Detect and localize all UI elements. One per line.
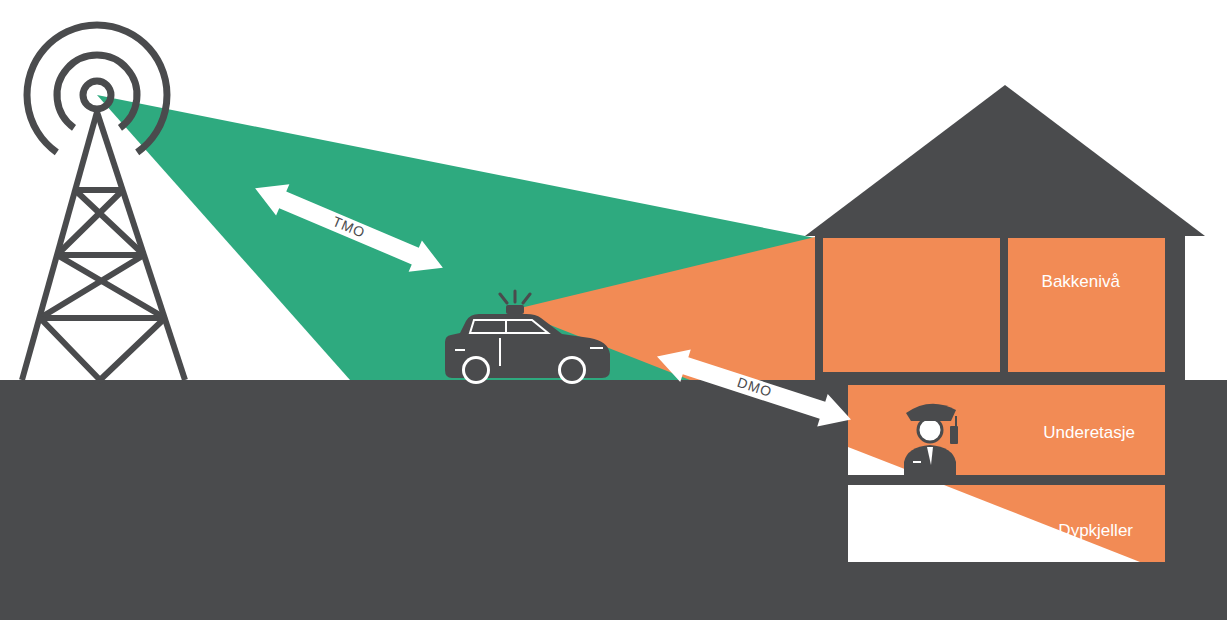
handheld-radio — [950, 426, 958, 444]
dmo-arrow — [652, 340, 857, 435]
wheel-rim — [558, 356, 586, 384]
wheel — [465, 359, 487, 381]
tower-bar — [40, 315, 165, 321]
car-window — [470, 320, 548, 333]
officer-cap — [906, 404, 956, 421]
tmo-arrow — [248, 172, 449, 283]
wheel — [561, 359, 583, 381]
house — [805, 85, 1205, 562]
room-label: Dypkjeller — [1058, 521, 1133, 541]
double-arrow — [652, 340, 857, 435]
officer-body — [904, 445, 956, 475]
room-node: Bakkenivå — [1008, 238, 1165, 372]
tmo-beam — [97, 95, 815, 380]
deep-basement-room — [848, 485, 1165, 562]
ground — [0, 380, 1227, 620]
antenna-ring — [27, 25, 167, 152]
room — [1008, 238, 1165, 372]
basement-room — [848, 385, 1165, 475]
roof — [805, 85, 1205, 236]
tower-brace — [40, 255, 165, 318]
room-node: Underetasje — [848, 385, 1165, 475]
tower-bar — [75, 187, 123, 193]
radio-antenna — [955, 416, 957, 426]
officer-badge — [913, 461, 921, 463]
wheel-rim — [462, 356, 490, 384]
tower-bar — [57, 252, 144, 258]
room-label: Bakkenivå — [1042, 272, 1120, 292]
double-arrow — [248, 172, 449, 283]
room-label: Underetasje — [1043, 423, 1135, 443]
officer-tie — [927, 447, 933, 465]
house-walls — [815, 234, 1185, 380]
signal-area — [848, 385, 1165, 475]
police-car — [445, 291, 610, 384]
tower-brace — [40, 318, 165, 380]
tower-brace — [57, 190, 144, 255]
officer-head — [918, 418, 942, 442]
room-node: Dypkjeller — [848, 485, 1165, 562]
siren — [506, 305, 524, 314]
antenna-core — [83, 81, 111, 109]
police-officer — [904, 404, 958, 475]
signal-area — [944, 485, 1165, 562]
room — [823, 238, 1000, 372]
radio-tower — [22, 112, 185, 380]
antenna-rings — [27, 25, 167, 152]
siren-rays — [500, 291, 530, 303]
